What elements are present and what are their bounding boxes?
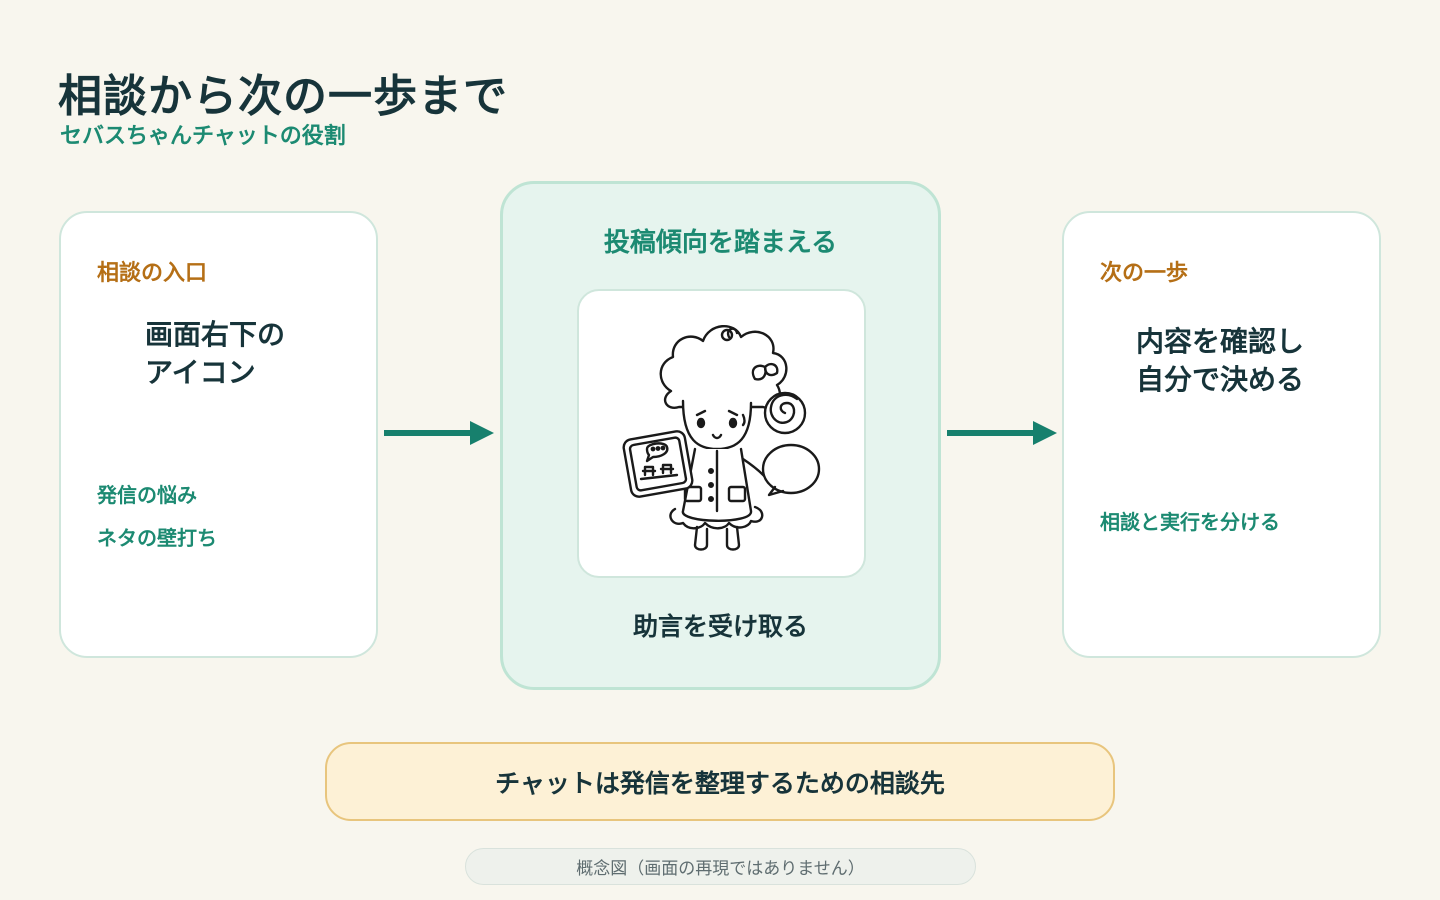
next-step-main-line-2: 自分で決める: [1136, 363, 1305, 396]
next-step-note: 相談と実行を分ける: [1100, 510, 1280, 534]
next-step-main-line-1: 内容を確認し: [1136, 325, 1305, 358]
advice-card: 投稿傾向を踏まえる: [500, 181, 941, 690]
page-subtitle: セバスちゃんチャットの役割: [60, 124, 346, 149]
illustration-frame: [577, 289, 866, 578]
entry-note-2: ネタの壁打ち: [97, 526, 217, 550]
entry-card: 相談の入口 画面右下の アイコン 発信の悩み ネタの壁打ち: [59, 211, 378, 658]
right-arrow-icon: [384, 421, 494, 445]
next-step-card-main: 内容を確認し 自分で決める: [1136, 323, 1304, 399]
entry-note-1: 発信の悩み: [97, 483, 197, 507]
advice-card-top-label: 投稿傾向を踏まえる: [603, 228, 838, 258]
summary-banner: チャットは発信を整理するための相談先: [325, 742, 1115, 821]
next-step-card: 次の一歩 内容を確認し 自分で決める 相談と実行を分ける: [1062, 211, 1381, 658]
entry-card-main: 画面右下の アイコン: [145, 316, 285, 392]
right-arrow-icon: [947, 421, 1057, 445]
sheep-character-icon: [622, 325, 821, 551]
page-title: 相談から次の一歩まで: [58, 71, 508, 122]
entry-main-line-1: 画面右下の: [145, 318, 286, 351]
entry-main-line-2: アイコン: [145, 356, 256, 389]
next-step-card-label: 次の一歩: [1100, 261, 1189, 286]
entry-card-label: 相談の入口: [97, 261, 208, 286]
advice-card-bottom-label: 助言を受け取る: [632, 612, 808, 641]
caption-note: 概念図（画面の再現ではありません）: [465, 848, 976, 885]
